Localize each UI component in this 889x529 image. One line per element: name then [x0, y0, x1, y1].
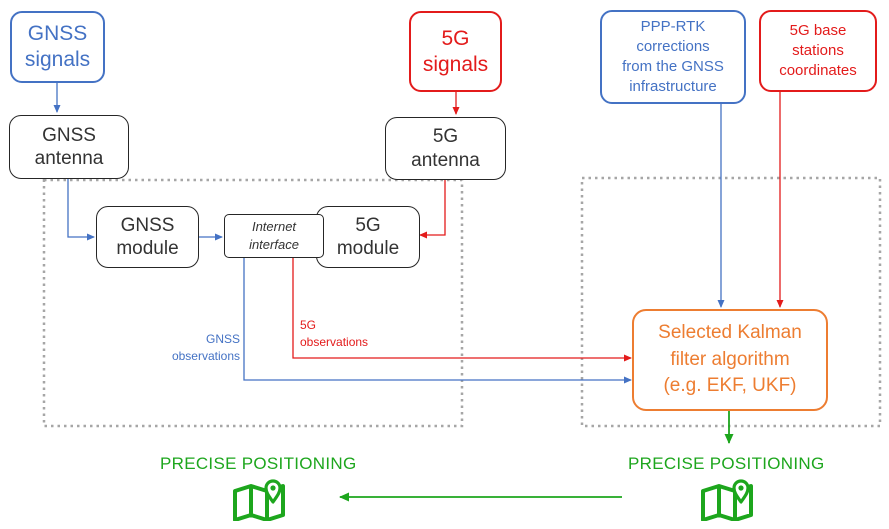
gnss-observations-arrow	[243, 258, 632, 384]
5g-observations-arrow	[292, 258, 632, 362]
gnss-signals-box: GNSS signals	[10, 11, 105, 83]
ppp-rtk-corrections-box: PPP-RTK corrections from the GNSS infras…	[600, 10, 746, 104]
internet-interface-label: Internet interface	[249, 219, 299, 252]
5g-antenna-box: 5G antenna	[385, 117, 506, 180]
gnss-antenna-to-module-arrow	[67, 179, 95, 241]
5g-module-box: 5G module	[316, 206, 420, 268]
kalman-filter-label: Selected Kalman filter algorithm (e.g. E…	[658, 322, 802, 397]
gnss-signals-label: GNSS signals	[24, 22, 91, 71]
5g-base-stations-label: 5G base stations coordinates	[779, 21, 857, 80]
gnss-antenna-label: GNSS antenna	[34, 124, 104, 169]
receiver-region-border	[42, 178, 464, 428]
gnss-module-label: GNSS module	[116, 214, 179, 259]
gnss-antenna-box: GNSS antenna	[9, 115, 129, 179]
5g-antenna-label: 5G antenna	[411, 126, 480, 171]
ppp-rtk-corrections-label: PPP-RTK corrections from the GNSS infras…	[622, 17, 724, 96]
map-location-icon	[233, 479, 285, 521]
map-location-icon-right	[701, 479, 753, 521]
internet-interface-box: Internet interface	[224, 214, 324, 258]
5g-observations-label: 5G observations	[300, 318, 369, 349]
gnss-observations-label: GNSS observations	[171, 332, 240, 363]
precise-positioning-right-title: PRECISE POSITIONING	[628, 454, 825, 473]
5g-signals-box: 5G signals	[409, 11, 502, 92]
5g-antenna-to-module-arrow	[419, 180, 446, 239]
5g-signals-label: 5G signals	[422, 26, 489, 76]
gnss-module-box: GNSS module	[96, 206, 199, 268]
kalman-filter-box: Selected Kalman filter algorithm (e.g. E…	[632, 309, 828, 411]
precise-positioning-left-title: PRECISE POSITIONING	[160, 454, 357, 473]
5g-module-label: 5G module	[336, 214, 400, 259]
5g-base-stations-box: 5G base stations coordinates	[759, 10, 877, 92]
